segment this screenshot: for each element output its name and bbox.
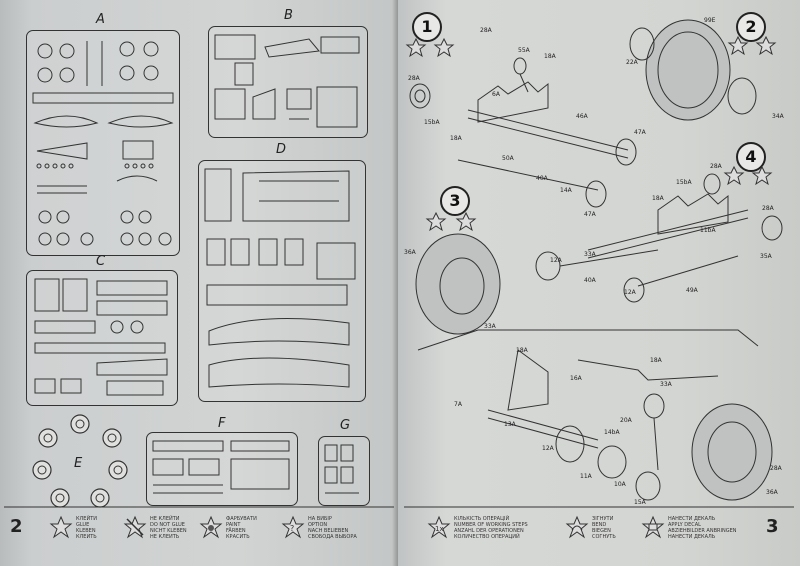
sprue-a-letter: A bbox=[96, 12, 105, 27]
page-number-left: 2 bbox=[10, 516, 23, 537]
sprue-d-letter: D bbox=[276, 142, 287, 157]
sprue-c bbox=[26, 270, 178, 406]
callout-36a: 36A bbox=[404, 249, 417, 256]
callout-40a-b: 40A bbox=[584, 277, 597, 284]
callout-16a: 16A bbox=[570, 375, 583, 382]
sprue-g bbox=[318, 436, 370, 506]
step-1-badge: 1 bbox=[412, 12, 442, 42]
callout-36a-b: 36A bbox=[766, 489, 779, 496]
decal-icon bbox=[641, 515, 665, 539]
svg-text:?: ? bbox=[290, 524, 294, 533]
left-page: A B bbox=[0, 0, 398, 566]
step-2-badge: 2 bbox=[736, 12, 766, 42]
sprue-c-letter: C bbox=[96, 254, 106, 269]
callout-14ba: 14bA bbox=[604, 429, 620, 436]
sprue-e-wheels bbox=[32, 414, 128, 508]
callout-33a: 33A bbox=[484, 323, 497, 330]
callout-33a-b: 33A bbox=[584, 251, 597, 258]
callout-28a-b: 28A bbox=[408, 75, 421, 82]
callout-15ba-b: 15bA bbox=[676, 179, 692, 186]
callout-13a: 13A bbox=[504, 421, 517, 428]
callout-28a-d: 28A bbox=[762, 205, 775, 212]
callout-18a: 18A bbox=[544, 53, 557, 60]
paint-icon bbox=[199, 515, 223, 539]
callout-11ba: 11bA bbox=[700, 227, 716, 234]
step-3-glue-icons bbox=[425, 211, 477, 232]
callout-28a-e: 28A bbox=[770, 465, 783, 472]
callout-20a: 20A bbox=[620, 417, 633, 424]
callout-55a: 55A bbox=[518, 47, 531, 54]
callout-49a: 49A bbox=[686, 287, 699, 294]
callout-28a: 28A bbox=[480, 27, 493, 34]
callout-35a: 35A bbox=[760, 253, 773, 260]
page-number-right: 3 bbox=[766, 516, 779, 537]
callout-22a: 22A bbox=[626, 59, 639, 66]
step-1-glue-icons bbox=[405, 37, 455, 58]
step-3-badge: 3 bbox=[440, 186, 470, 216]
sprue-d-parts bbox=[204, 168, 356, 388]
callout-10a: 10A bbox=[614, 481, 627, 488]
sprue-g-letter: G bbox=[340, 418, 351, 433]
sprue-e-letter: E bbox=[74, 456, 83, 471]
callout-40a: 40A bbox=[536, 175, 549, 182]
callout-47a-b: 47A bbox=[584, 211, 597, 218]
callout-12a-c: 12A bbox=[542, 445, 555, 452]
step-2-glue-icons bbox=[727, 35, 777, 56]
sprue-b-parts bbox=[214, 34, 360, 128]
sprue-f bbox=[146, 432, 298, 506]
sprue-f-parts bbox=[152, 440, 290, 494]
callout-33a-c: 33A bbox=[660, 381, 673, 388]
callout-50a: 50A bbox=[502, 155, 515, 162]
sprue-c-parts bbox=[34, 278, 168, 396]
steps-icon: 1x bbox=[427, 515, 451, 539]
sprue-b bbox=[208, 26, 368, 138]
sprue-a bbox=[26, 30, 180, 256]
sprue-b-letter: B bbox=[284, 8, 293, 23]
callout-12a: 12A bbox=[550, 257, 563, 264]
callout-47a: 47A bbox=[634, 129, 647, 136]
callout-15a: 15A bbox=[634, 499, 647, 506]
callout-18a-b: 18A bbox=[450, 135, 463, 142]
callout-34a: 34A bbox=[772, 113, 785, 120]
callout-99e: 99E bbox=[704, 17, 716, 24]
callout-28a-c: 28A bbox=[710, 163, 723, 170]
callout-46a: 46A bbox=[576, 113, 589, 120]
step-4-badge: 4 bbox=[736, 142, 766, 172]
no-glue-icon bbox=[123, 515, 147, 539]
callout-18a-d: 18A bbox=[516, 347, 529, 354]
callout-14a: 14A bbox=[560, 187, 573, 194]
callout-6a: 6A bbox=[492, 91, 501, 98]
callout-7a: 7A bbox=[454, 401, 463, 408]
sprue-f-letter: F bbox=[218, 416, 226, 431]
legend-divider-right bbox=[404, 506, 794, 508]
callout-18a-e: 18A bbox=[650, 357, 663, 364]
assembly-diagram: 28A 55A 18A 6A 28A 15bA 18A 46A 50A 47A … bbox=[404, 17, 785, 506]
legend-divider bbox=[4, 506, 394, 508]
callout-11a: 11A bbox=[580, 473, 593, 480]
option-icon: ? bbox=[281, 515, 305, 539]
callout-18a-c: 18A bbox=[652, 195, 665, 202]
bend-icon bbox=[565, 515, 589, 539]
sprue-d bbox=[198, 160, 366, 402]
callout-12a-b: 12A bbox=[624, 289, 637, 296]
sprue-a-parts bbox=[32, 41, 174, 246]
callout-15ba: 15bA bbox=[424, 119, 440, 126]
svg-text:1x: 1x bbox=[435, 525, 444, 533]
glue-icon bbox=[49, 515, 73, 539]
right-page: 1 2 3 4 bbox=[398, 0, 800, 566]
step-4-glue-icons bbox=[723, 165, 773, 186]
sprue-g-parts bbox=[324, 444, 359, 494]
